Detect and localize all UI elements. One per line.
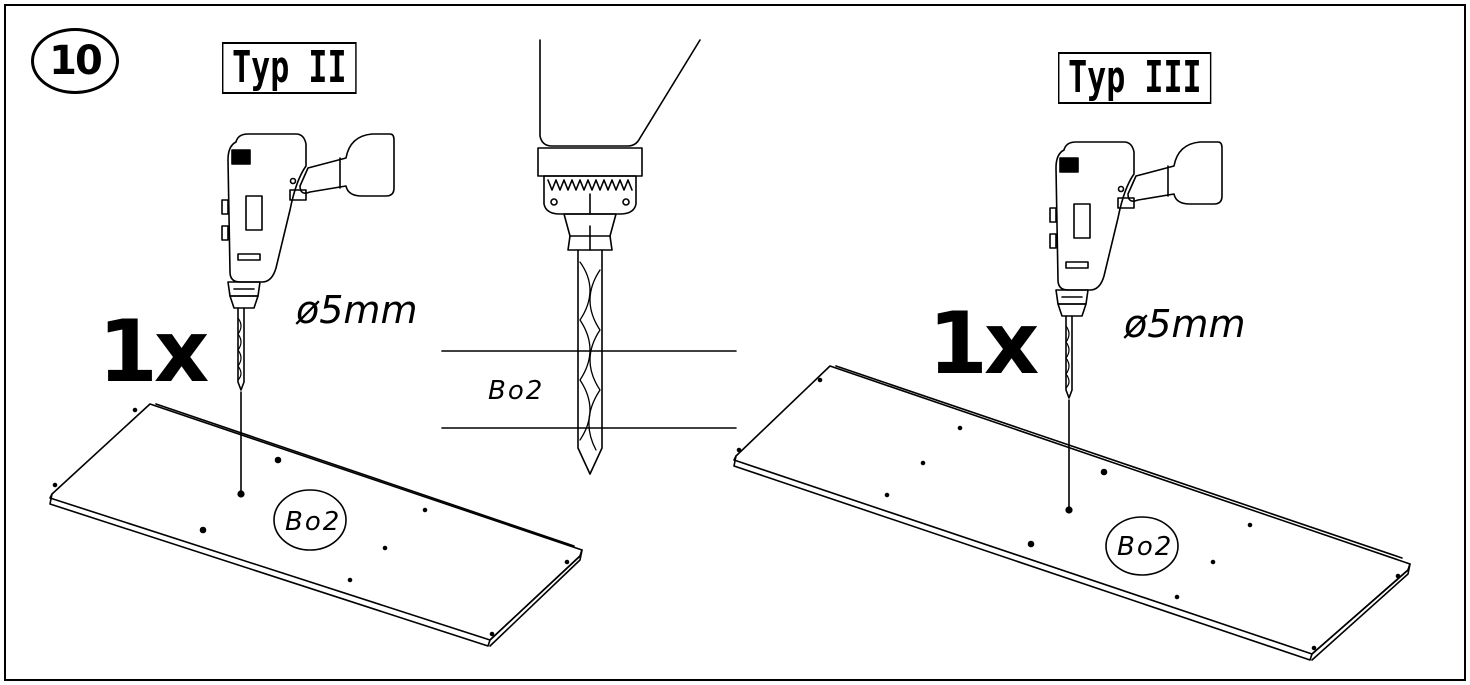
right-drill-icon (1049, 141, 1223, 399)
left-drill-icon (221, 133, 395, 391)
type-label-left: Typ II (222, 42, 357, 94)
right-panel-board (733, 365, 1411, 661)
part-code-right: Bo2 (1117, 532, 1174, 562)
part-code-left: Bo2 (285, 507, 342, 537)
quantity-right: 1x (928, 294, 1039, 394)
diameter-right: ø5mm (1124, 302, 1246, 346)
part-code-detail: Bo2 (488, 376, 545, 406)
center-detail-drill-press (441, 39, 737, 475)
diameter-left: ø5mm (296, 288, 418, 332)
type-label-right: Typ III (1058, 52, 1212, 104)
step-number-badge: 10 (31, 28, 119, 94)
page-frame (4, 4, 1466, 681)
quantity-left: 1x (98, 302, 209, 402)
left-panel-board (49, 391, 583, 647)
